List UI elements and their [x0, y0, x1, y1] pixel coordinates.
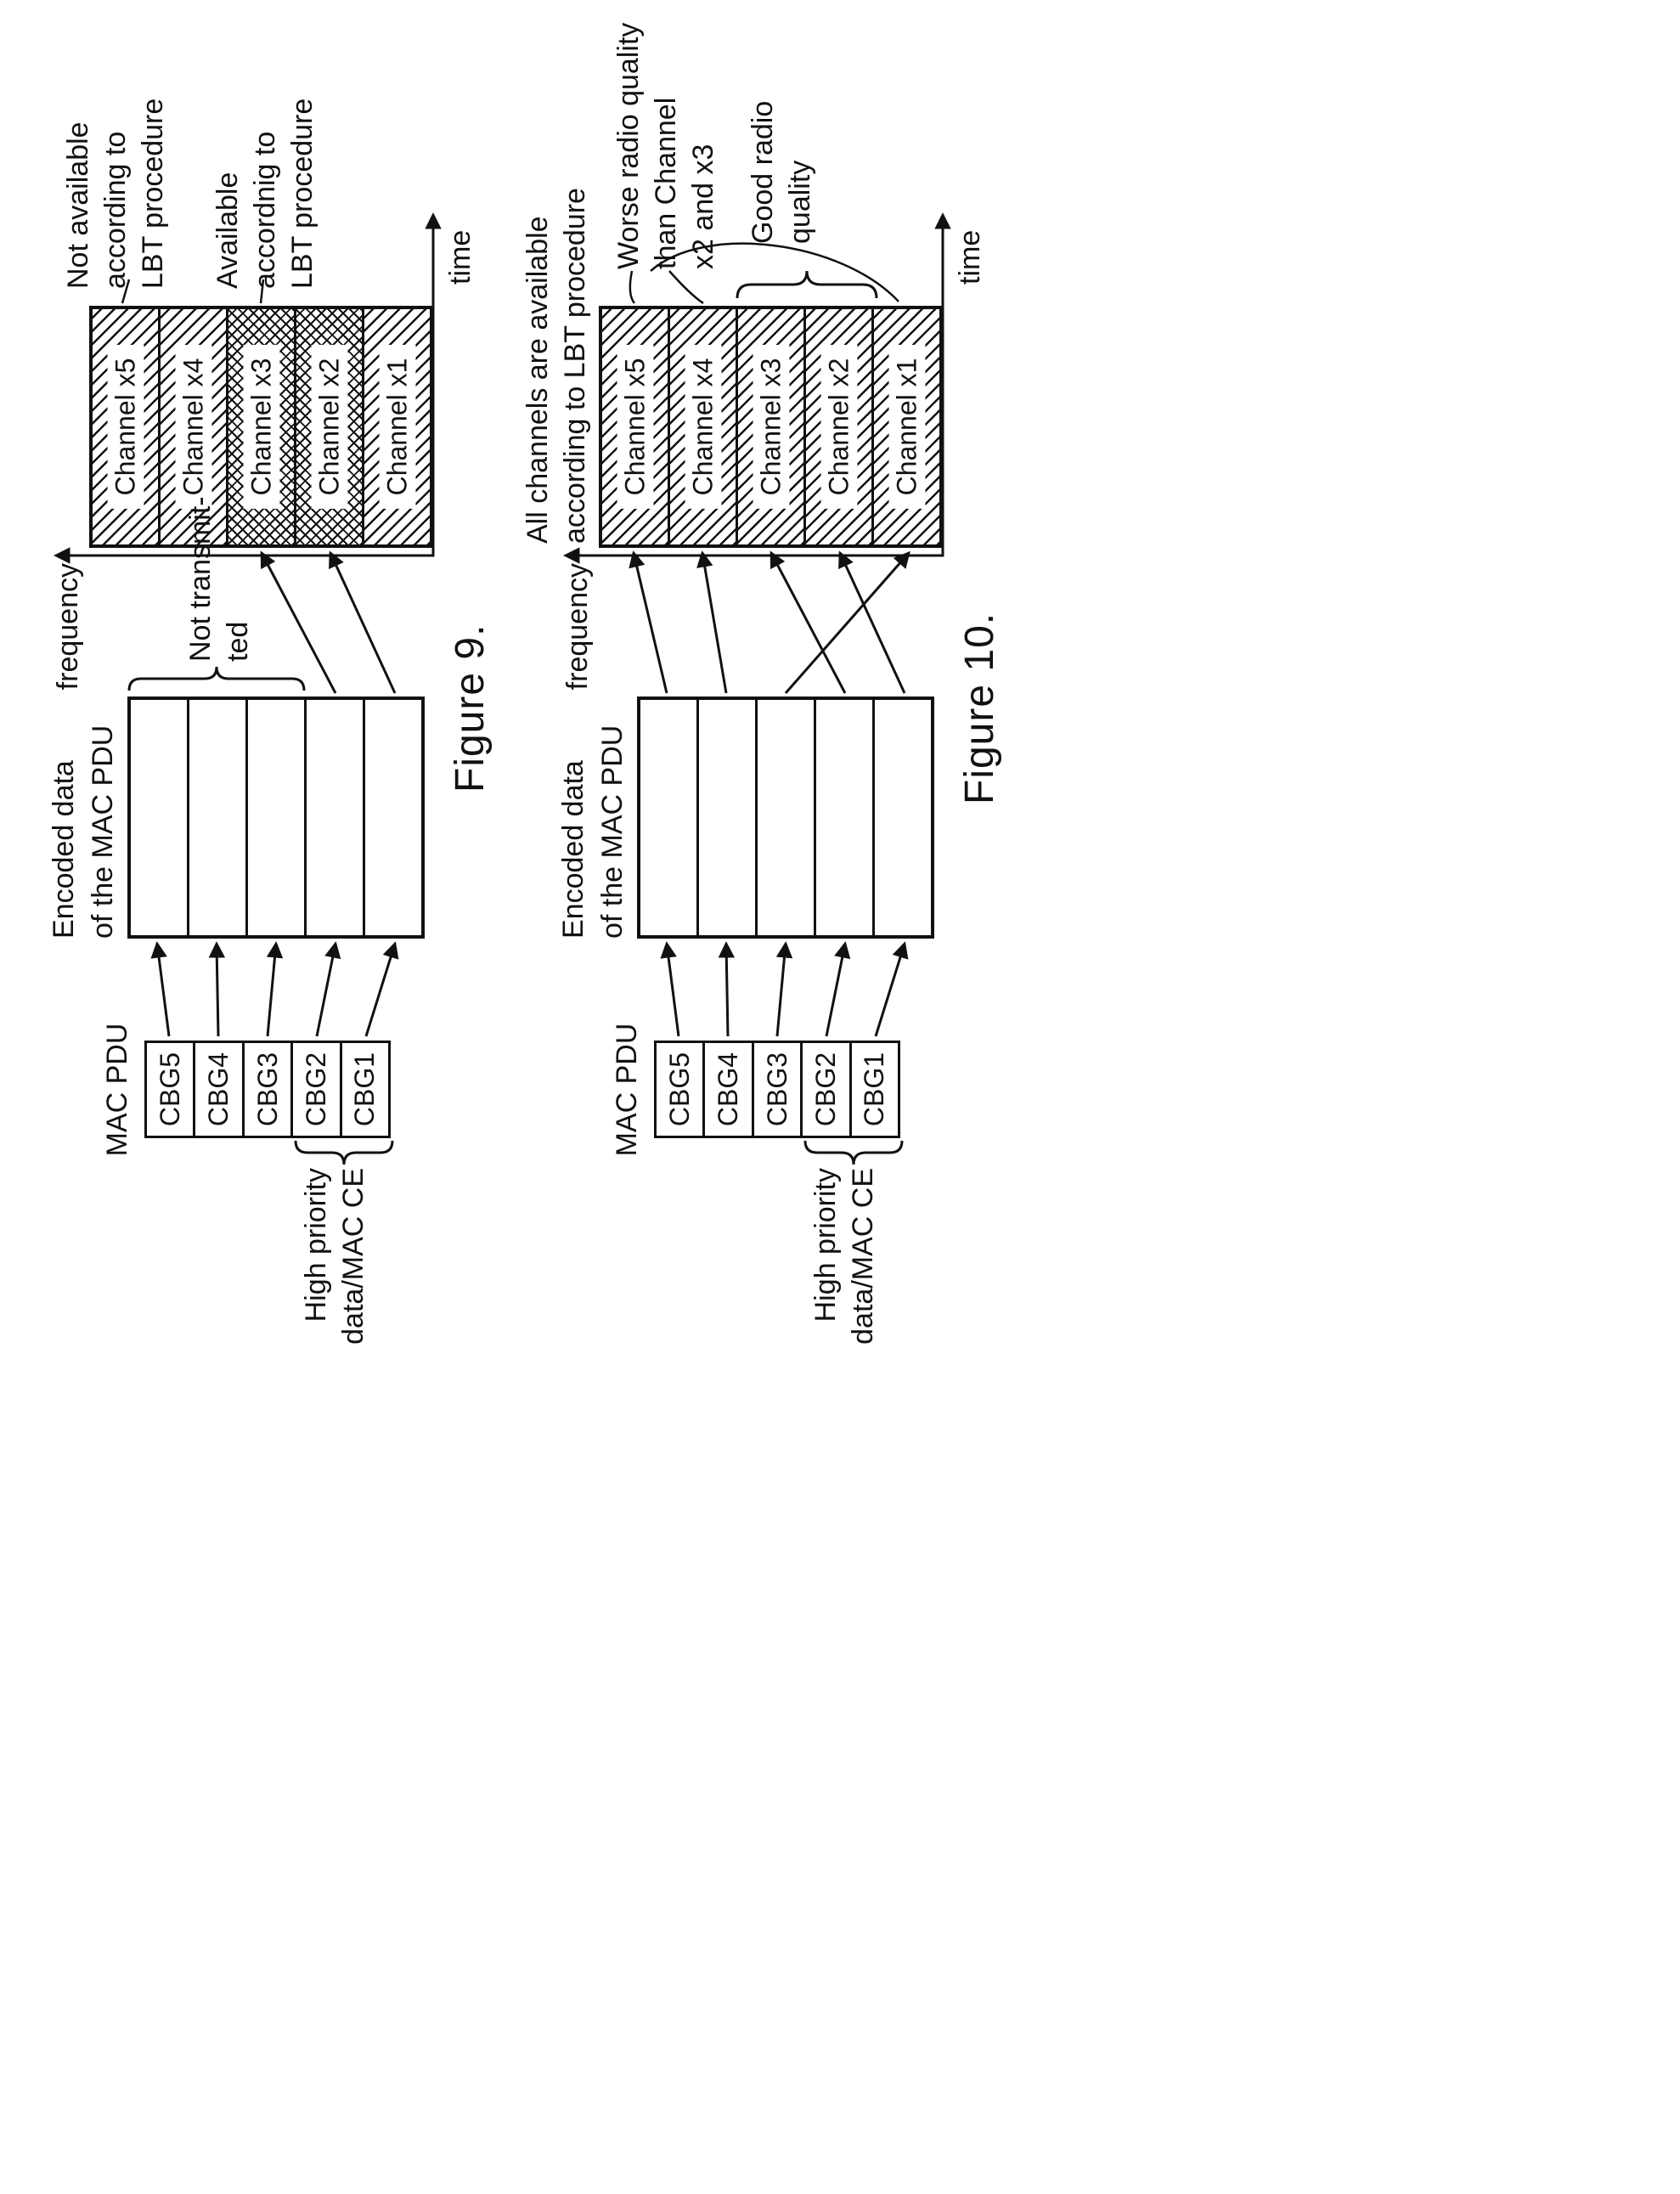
- fig9-channel-x2-label: Channel x2: [311, 344, 347, 510]
- fig10-encoded-row-1: [640, 700, 699, 935]
- fig9-cbg2-box: CBG2: [293, 1043, 342, 1136]
- fig9-mac-pdu-label: MAC PDU: [101, 1023, 133, 1157]
- fig10-cbg5-box: CBG5: [657, 1043, 706, 1136]
- fig10-channel-x2-label: Channel x2: [820, 344, 857, 510]
- fig10-encoded-row-4: [816, 700, 875, 935]
- fig10-ann-all-line2: according to LBT procedure: [559, 188, 591, 544]
- fig10-mac-pdu-stack: CBG5 CBG4 CBG3 CBG2 CBG1: [654, 1041, 900, 1138]
- fig9-high-priority-label: High priority data/MAC CE: [297, 1168, 372, 1399]
- fig9-channel-x4-label: Channel x4: [175, 344, 211, 510]
- fig10-mac-pdu-label: MAC PDU: [611, 1023, 643, 1157]
- fig9-mac-pdu-stack: CBG5 CBG4 CBG3 CBG2 CBG1: [144, 1041, 391, 1138]
- fig9-encoded-label-line2: of the MAC PDU: [87, 725, 119, 939]
- fig10-channel-x3: Channel x3: [738, 309, 806, 544]
- fig9-encoded-row-5: [365, 700, 421, 935]
- fig9-high-priority-line1: High priority: [300, 1168, 332, 1323]
- fig9-channel-x5: Channel x5: [93, 309, 161, 544]
- fig9-annotation-available: Available accordnig to LBT procedure: [209, 99, 321, 289]
- fig9-encoded-row-1: [131, 700, 189, 935]
- fig10-channel-x2: Channel x2: [806, 309, 874, 544]
- fig9-encoded-data-block: [127, 697, 425, 939]
- fig10-high-priority-brace: [803, 1140, 904, 1165]
- fig9-channel-x1: Channel x1: [364, 309, 430, 544]
- fig9-channel-stack: Channel x5 Channel x4 Channel x3 Channel…: [89, 306, 433, 548]
- fig9-cbg5-box: CBG5: [147, 1043, 196, 1136]
- fig10-high-priority-line2: data/MAC CE: [847, 1168, 879, 1345]
- fig10-worse-quality-leader-x4: [668, 270, 704, 305]
- fig10-ann-worse-line1: Worse radio quality: [612, 22, 645, 269]
- fig10-cbg-to-encoded-arrows: [660, 941, 909, 1037]
- fig9-ann-available-line2: accordnig to: [249, 131, 281, 289]
- fig10-ann-good-line2: quality: [784, 160, 816, 244]
- fig10-encoded-data-label: Encoded data of the MAC PDU: [554, 725, 632, 939]
- fig10-channel-x5-label: Channel x5: [617, 344, 653, 510]
- fig9-not-transmitted-label: Not transmit- ted: [182, 496, 257, 662]
- fig10-caption: Figure 10.: [957, 612, 1002, 804]
- fig9-ann-not-available-line3: LBT procedure: [137, 98, 169, 289]
- fig10-encoded-data-block: [637, 697, 934, 939]
- fig10-encoded-row-5: [875, 700, 931, 935]
- fig10-channel-x1: Channel x1: [874, 309, 939, 544]
- fig10-encoded-row-3: [758, 700, 816, 935]
- fig10-cbg3-box: CBG3: [753, 1043, 803, 1136]
- fig9-time-axis-label: time: [444, 229, 476, 285]
- fig9-cbg1-box: CBG1: [341, 1043, 389, 1136]
- fig10-encoded-row-2: [699, 700, 758, 935]
- fig9-not-transmitted-line1: Not transmit-: [184, 496, 217, 662]
- fig9-ann-available-line1: Available: [211, 172, 244, 289]
- fig9-encoded-row-4: [307, 700, 365, 935]
- fig10-channel-stack: Channel x5 Channel x4 Channel x3 Channel…: [599, 306, 943, 548]
- fig9-ann-not-available-line2: according to: [99, 131, 132, 289]
- fig9-cbg4-box: CBG4: [195, 1043, 245, 1136]
- fig9-high-priority-line2: data/MAC CE: [337, 1168, 369, 1345]
- fig9-channel-x5-label: Channel x5: [107, 344, 144, 510]
- fig9-ann-not-available-line1: Not available: [62, 121, 94, 289]
- fig9-not-transmitted-brace: [127, 666, 306, 691]
- fig10-frequency-axis-label: frequency: [561, 563, 594, 691]
- fig10-channel-x5: Channel x5: [602, 309, 670, 544]
- fig9-ann-available-line3: LBT procedure: [286, 98, 319, 289]
- fig10-encoded-to-chann el-arrows: [629, 550, 910, 694]
- fig10-annotation-worse-quality: Worse radio quality than Channel x2 and …: [610, 23, 722, 269]
- fig9-encoded-label-line1: Encoded data: [48, 760, 80, 939]
- fig10-ann-all-line1: All channels are available: [521, 216, 554, 544]
- fig9-channel-x2: Channel x2: [296, 309, 364, 544]
- fig9-channel-x3-label: Channel x3: [243, 344, 279, 510]
- fig10-annotation-good-quality: Good radio quality: [744, 101, 819, 244]
- fig9-not-transmitted-line2: ted: [222, 621, 254, 662]
- fig9-cbg-to-encoded-arrows: [150, 941, 399, 1037]
- fig9-caption: Figure 9.: [448, 623, 493, 792]
- fig10-channel-x4-label: Channel x4: [685, 344, 721, 510]
- fig10-channel-x4: Channel x4: [670, 309, 738, 544]
- fig10-high-priority-line1: High priority: [809, 1168, 842, 1323]
- fig10-cbg4-box: CBG4: [705, 1043, 754, 1136]
- fig9-channel-x1-label: Channel x1: [379, 344, 415, 510]
- fig10-high-priority-label: High priority data/MAC CE: [807, 1168, 882, 1399]
- fig10-encoded-label-line2: of the MAC PDU: [596, 725, 629, 939]
- fig10-ann-worse-line3: x2 and x3: [687, 144, 719, 269]
- fig9-encoded-row-3: [248, 700, 307, 935]
- fig10-time-axis-label: time: [954, 229, 986, 285]
- fig10-ann-good-line1: Good radio: [747, 100, 779, 244]
- fig10-worse-quality-leader-x5: [629, 270, 636, 304]
- fig10-cbg1-box: CBG1: [851, 1043, 899, 1136]
- fig9-encoded-to-channel-arrows: [260, 550, 397, 694]
- fig10-channel-x3-label: Channel x3: [753, 344, 789, 510]
- fig9-high-priority-brace: [294, 1140, 394, 1165]
- fig9-frequency-axis-label: frequency: [52, 563, 84, 691]
- fig10-ann-worse-line2: than Channel: [650, 97, 682, 269]
- fig10-encoded-label-line1: Encoded data: [557, 760, 589, 939]
- fig9-annotation-not-available: Not available according to LBT procedure: [59, 99, 172, 289]
- fig10-cbg2-box: CBG2: [803, 1043, 852, 1136]
- fig9-encoded-data-label: Encoded data of the MAC PDU: [44, 725, 122, 939]
- fig10-good-quality-brace: [736, 270, 878, 299]
- fig9-encoded-row-2: [189, 700, 248, 935]
- fig10-channel-x1-label: Channel x1: [888, 344, 925, 510]
- fig9-cbg3-box: CBG3: [244, 1043, 294, 1136]
- fig10-annotation-all-available: All channels are available according to …: [519, 188, 594, 544]
